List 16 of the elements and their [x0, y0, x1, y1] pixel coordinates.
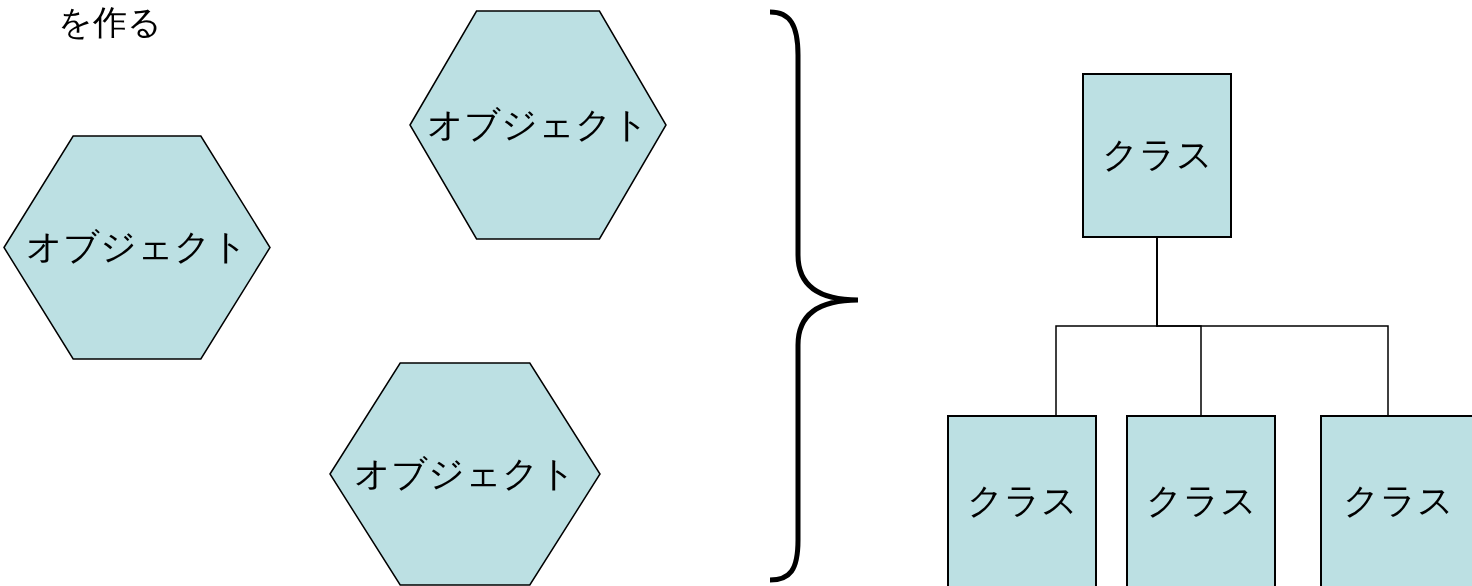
- object-hexagon: [330, 362, 600, 586]
- object-hexagon: [410, 10, 666, 240]
- class-box: [1082, 73, 1232, 238]
- object-label: オブジェクト: [354, 451, 576, 496]
- class-label: クラス: [1101, 133, 1213, 177]
- object-hexagon: [4, 135, 270, 360]
- object-label: オブジェクト: [26, 225, 248, 269]
- heading-text: を作る: [58, 1, 162, 44]
- class-label: クラス: [966, 479, 1078, 523]
- class-label: クラス: [1145, 479, 1257, 523]
- object-label: オブジェクト: [427, 102, 649, 147]
- class-box: [1320, 415, 1472, 586]
- connector-line: [1156, 237, 1389, 416]
- class-box: [947, 415, 1097, 586]
- class-label: クラス: [1342, 479, 1454, 523]
- class-box: [1126, 415, 1276, 586]
